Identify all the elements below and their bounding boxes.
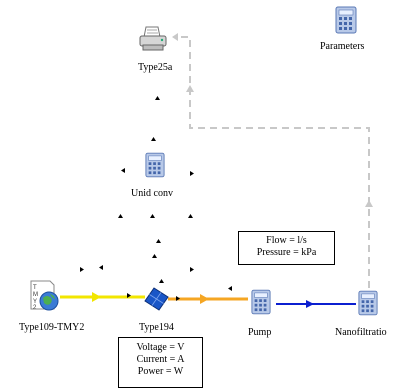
nanofiltration-label: Nanofiltratio	[335, 327, 387, 338]
svg-text:Y: Y	[33, 299, 37, 305]
power-note-line: Power = W	[137, 366, 184, 377]
unid-conv-label: Unid conv	[131, 188, 173, 199]
nanofiltration-component[interactable]	[358, 290, 378, 316]
svg-text:M: M	[33, 292, 38, 298]
current-note-line: Current = A	[136, 354, 185, 365]
type109-label: Type109-TMY2	[19, 322, 85, 333]
type25a-component[interactable]	[138, 25, 168, 53]
blue-link[interactable]	[276, 300, 356, 308]
link-arrow-left	[172, 33, 178, 41]
type109-component[interactable]: T M Y 2	[28, 279, 62, 313]
power-note: Voltage = V Current = A Power = W	[118, 337, 203, 388]
pump-component[interactable]	[251, 289, 271, 315]
type25a-label: Type25a	[138, 62, 173, 73]
printer-icon	[139, 26, 167, 51]
parameters-component[interactable]	[335, 6, 357, 34]
svg-text:T: T	[33, 285, 37, 291]
type194-label: Type194	[139, 322, 174, 333]
calculator-icon	[251, 289, 271, 315]
unid-conv-component[interactable]	[145, 152, 165, 178]
gray-feedback-link[interactable]	[177, 36, 370, 288]
voltage-note-line: Voltage = V	[136, 342, 185, 353]
type194-component[interactable]	[144, 286, 170, 312]
svg-text:2: 2	[33, 305, 37, 311]
pressure-note-line: Pressure = kPa	[256, 247, 317, 258]
yellow-link[interactable]	[60, 292, 145, 302]
flow-pressure-note: Flow = l/s Pressure = kPa	[238, 231, 335, 265]
link-arrow-up	[365, 200, 373, 207]
calculator-icon	[145, 152, 165, 178]
link-arrow-up	[186, 85, 194, 92]
orange-link[interactable]	[168, 294, 248, 304]
flow-note-line: Flow = l/s	[266, 235, 307, 246]
pv-panel-icon	[144, 287, 169, 311]
parameters-label: Parameters	[320, 41, 365, 52]
calculator-icon	[335, 6, 357, 34]
calculator-icon	[358, 290, 378, 316]
weather-data-icon: T M Y 2	[30, 280, 59, 311]
pump-label: Pump	[248, 327, 272, 338]
